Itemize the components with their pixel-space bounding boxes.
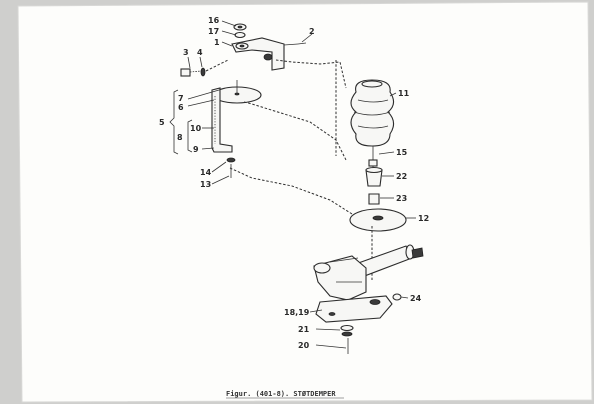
- pin-2: [283, 42, 307, 46]
- label-11: 11: [398, 89, 410, 98]
- nut-24: [392, 293, 402, 301]
- label-6: 6: [178, 103, 184, 112]
- label-13: 13: [200, 180, 211, 189]
- pin-15: [368, 146, 378, 168]
- leader-lines: [187, 20, 416, 349]
- label-16: 16: [208, 16, 220, 25]
- label-2: 2: [309, 27, 315, 36]
- group-brace-5: [169, 89, 179, 155]
- label-3: 3: [183, 48, 189, 57]
- washer-14: [226, 157, 236, 163]
- plate-6: [212, 80, 262, 104]
- strap-bracket-10: [211, 87, 233, 153]
- label-7: 7: [178, 94, 184, 103]
- label-24: 24: [410, 294, 422, 303]
- figure-caption: Figur. (401-8). STØTDEMPER: [226, 390, 336, 398]
- label-14: 14: [200, 168, 212, 177]
- washer-17: [234, 31, 246, 39]
- paper-page: [17, 1, 593, 403]
- upper-bracket-1: [231, 37, 285, 71]
- group-brace-8: [187, 119, 193, 153]
- lower-plate-12: [349, 208, 407, 232]
- label-17: 17: [208, 27, 219, 36]
- label-10: 10: [190, 124, 202, 133]
- label-23: 23: [396, 194, 407, 203]
- label-12: 12: [418, 214, 429, 223]
- label-5: 5: [159, 118, 165, 127]
- spacer-23: [368, 193, 380, 205]
- label-21: 21: [298, 325, 310, 334]
- label-18-19: 18,19: [284, 308, 310, 317]
- label-20: 20: [298, 341, 310, 350]
- washer-4: [200, 67, 206, 77]
- label-1: 1: [214, 38, 220, 47]
- label-9: 9: [193, 145, 199, 154]
- mounting-plate-18: [315, 295, 393, 323]
- bushing-22: [365, 166, 383, 187]
- label-22: 22: [396, 172, 407, 181]
- nut-16: [233, 23, 247, 31]
- bolt-3: [180, 68, 203, 77]
- label-15: 15: [396, 148, 408, 157]
- air-spring-11: [350, 79, 395, 147]
- swing-arm-housing: [313, 255, 367, 301]
- washer-21: [340, 324, 354, 337]
- label-4: 4: [197, 48, 203, 57]
- label-8: 8: [177, 133, 183, 142]
